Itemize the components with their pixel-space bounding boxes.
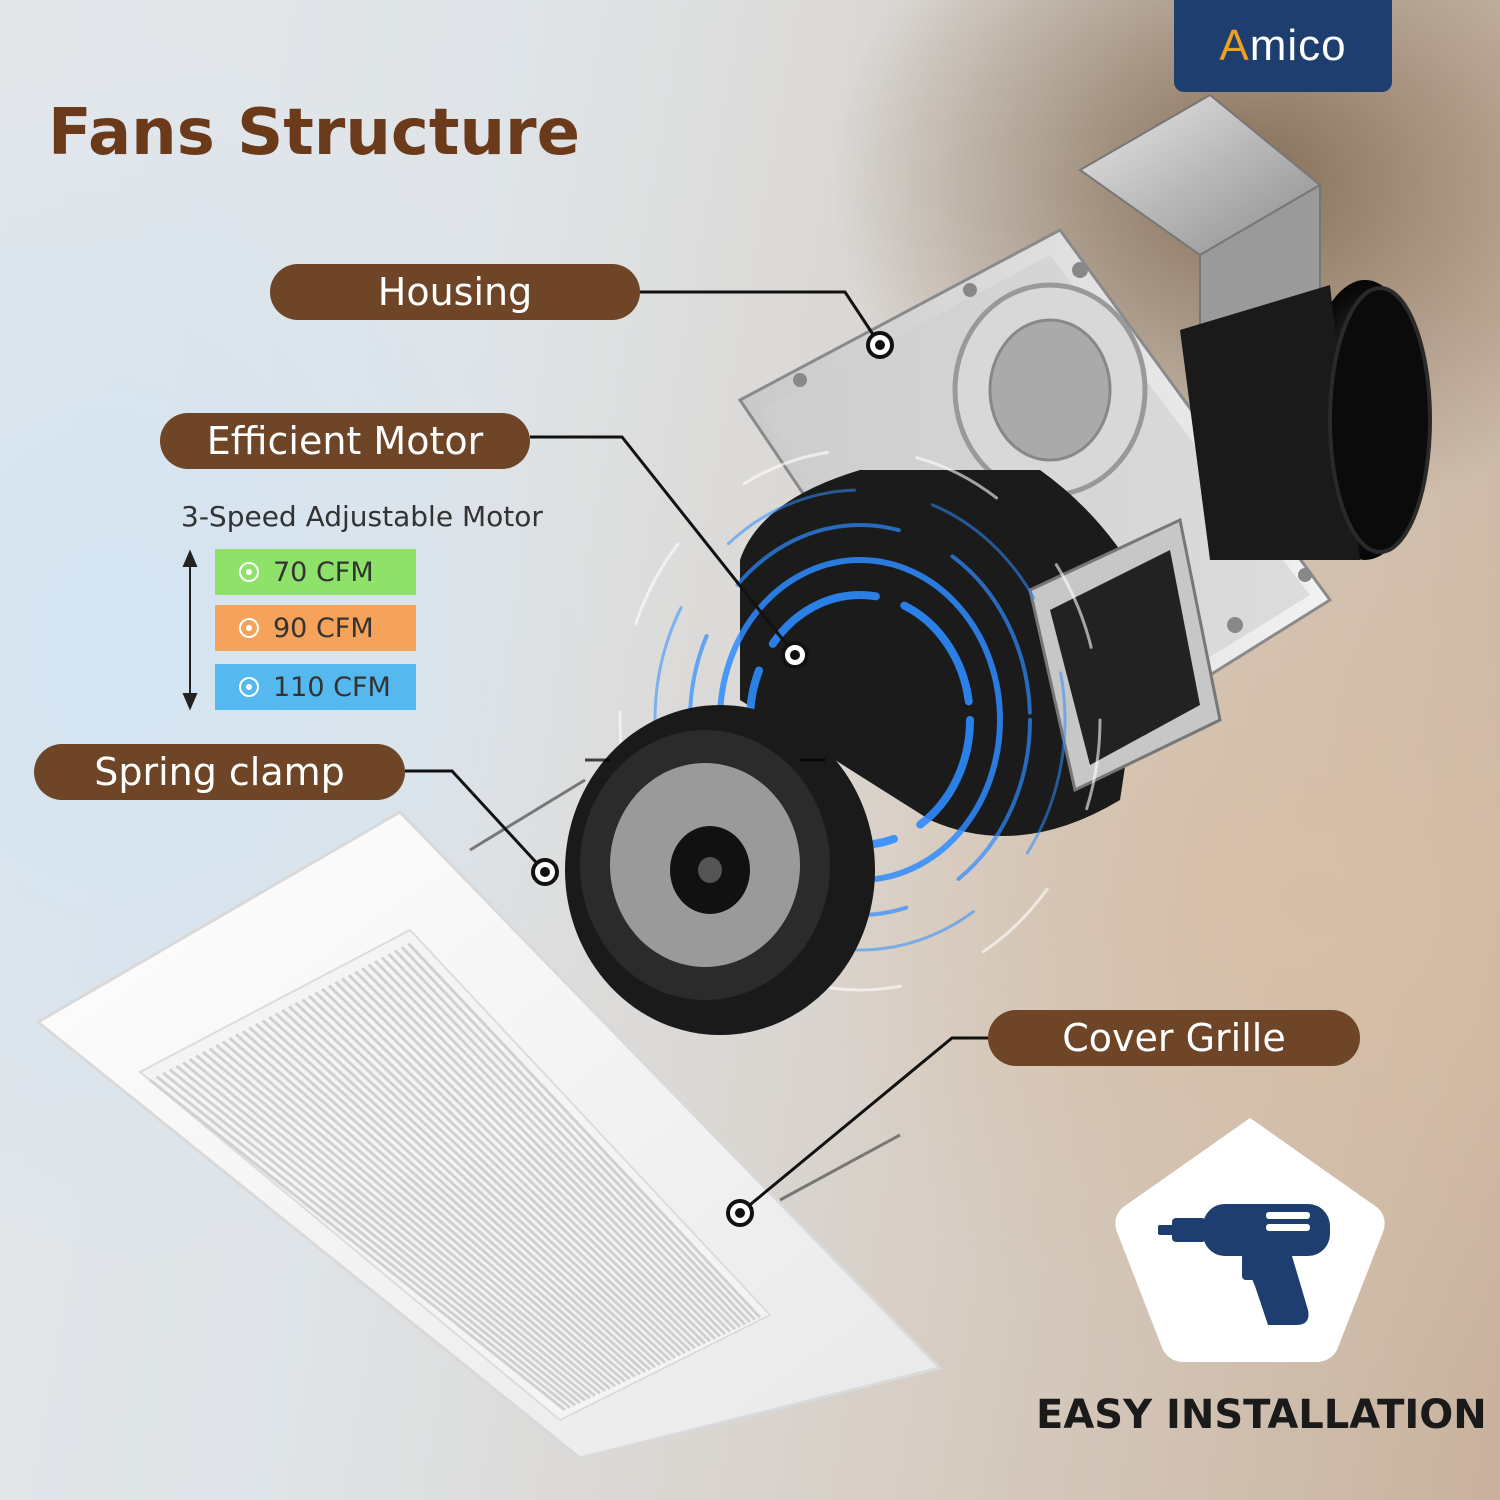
grille-slat (394, 949, 752, 1324)
callout-cover-grille-label: Cover Grille (1062, 1016, 1286, 1060)
callout-housing: Housing (270, 264, 640, 320)
grille-slat (149, 1078, 566, 1412)
grille-slat (407, 942, 762, 1319)
grille-slat (162, 1071, 576, 1407)
speed-range-arrow (182, 549, 198, 711)
cover-grille-part (35, 778, 943, 1460)
grille-slat (268, 1015, 657, 1369)
callout-efficient-motor: Efficient Motor (160, 413, 530, 469)
callout-motor-label: Efficient Motor (206, 419, 484, 463)
grille-slat (228, 1036, 626, 1383)
grille-slat (254, 1022, 647, 1374)
grille-slat (235, 1033, 631, 1381)
grille-slat (208, 1047, 611, 1390)
speed-level-label: 90 CFM (273, 612, 374, 644)
grille-slat (182, 1061, 591, 1400)
grille-slat (175, 1064, 586, 1402)
callout-spring-clamp-label: Spring clamp (94, 750, 345, 794)
grille-slat (314, 991, 692, 1352)
grille-slat (327, 984, 702, 1347)
grille-slat (367, 963, 732, 1333)
speed-level-label: 110 CFM (273, 671, 391, 703)
callout-lines (405, 290, 988, 1215)
speed-heading: 3-Speed Adjustable Motor (181, 500, 543, 533)
brand-name: Amico (1219, 21, 1347, 70)
easy-installation-badge (1115, 1118, 1385, 1362)
grille-slat (188, 1057, 596, 1397)
grille-slat (261, 1019, 652, 1371)
grille-slat (168, 1068, 581, 1405)
grille-slat (347, 973, 717, 1340)
callout-cover-grille: Cover Grille (988, 1010, 1360, 1066)
speed-level-medium: 90 CFM (215, 605, 416, 651)
grille-slat (354, 970, 722, 1338)
fan-icon (239, 562, 259, 582)
grille-slat (288, 1005, 672, 1362)
grille-slat (215, 1043, 616, 1388)
grille-slat (274, 1012, 662, 1366)
speed-level-label: 70 CFM (273, 556, 374, 588)
grille-slat (334, 980, 707, 1345)
callout-spring-clamp: Spring clamp (34, 744, 405, 800)
grille-slat (202, 1050, 606, 1393)
grille-slat (301, 998, 682, 1357)
grille-slat (307, 994, 687, 1355)
grille-slat (281, 1008, 667, 1364)
fan-icon (239, 618, 259, 638)
grille-slat (341, 977, 712, 1343)
grille-slat (360, 966, 727, 1336)
grille-slat (387, 952, 747, 1326)
speed-level-high: 110 CFM (215, 664, 416, 710)
grille-slat (155, 1075, 571, 1409)
grille-slat (400, 945, 757, 1321)
drill-icon (1158, 1204, 1330, 1325)
grille-slat (380, 956, 742, 1328)
grille-slat (248, 1026, 641, 1376)
fan-icon (239, 677, 259, 697)
grille-slat (374, 959, 737, 1331)
grille-slat (195, 1054, 601, 1395)
grille-slat (294, 1001, 677, 1359)
speed-level-low: 70 CFM (215, 549, 416, 595)
page-title: Fans Structure (48, 96, 580, 170)
brand-logo: Amico (1174, 0, 1392, 92)
grille-slat (221, 1040, 621, 1386)
grille-slat (321, 987, 697, 1350)
blower-wheel (565, 705, 875, 1035)
callout-housing-label: Housing (377, 270, 533, 314)
grille-slat (241, 1029, 636, 1378)
callout-dots (531, 331, 894, 1227)
easy-installation-label: EASY INSTALLATION (1036, 1392, 1487, 1438)
